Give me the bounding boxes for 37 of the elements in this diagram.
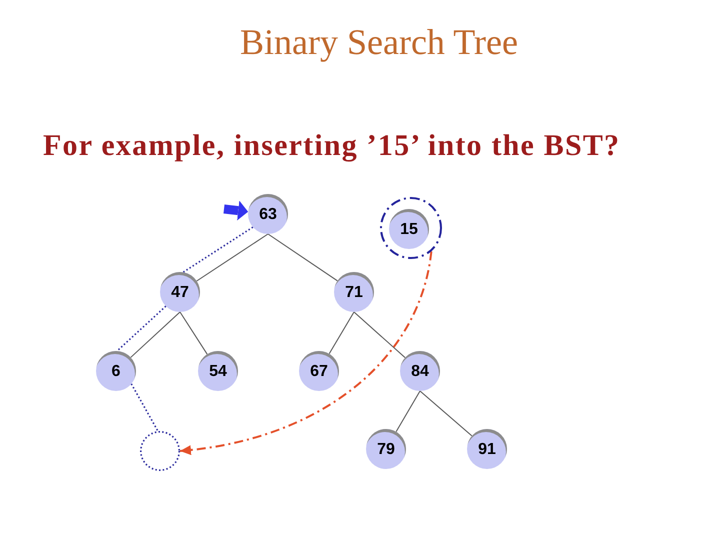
- empty-slot-circle: [140, 431, 180, 471]
- branch-line: [196, 234, 268, 282]
- branch-line: [328, 312, 354, 354]
- branch-line: [354, 312, 406, 358]
- title: Binary Search Tree: [240, 24, 518, 60]
- highlight-ring: [380, 197, 442, 259]
- node-value: 79: [377, 442, 395, 458]
- branch-line: [180, 312, 208, 355]
- tree-node: [299, 351, 339, 391]
- tree-node: [389, 209, 429, 249]
- branch-line: [268, 234, 338, 282]
- tree-node: [366, 429, 406, 469]
- pointer-arrow: [224, 200, 248, 221]
- node-value: 84: [411, 364, 429, 380]
- subtitle-text: For example, inserting ’15’ into the BST?: [43, 131, 620, 161]
- tree-node: [198, 351, 238, 391]
- tree-node: [467, 429, 507, 469]
- tree-node: [334, 272, 374, 312]
- node-value: 47: [171, 285, 189, 301]
- dotted-path-line: [182, 226, 254, 273]
- node-value: 91: [478, 442, 496, 458]
- tree-node: [160, 272, 200, 312]
- curved-arrow: [180, 251, 432, 455]
- node-value: 67: [310, 364, 328, 380]
- branch-line: [396, 390, 420, 432]
- branch-line: [420, 390, 472, 436]
- node-value: 54: [209, 364, 227, 380]
- branch-line: [130, 312, 180, 358]
- node-value: 15: [400, 222, 418, 238]
- tree-node: [96, 351, 136, 391]
- node-value: 71: [345, 285, 363, 301]
- dotted-path-line: [116, 306, 166, 352]
- tree-node: [248, 194, 288, 234]
- node-value: 6: [112, 364, 120, 380]
- dotted-path-line: [130, 383, 159, 432]
- node-value: 63: [259, 207, 277, 223]
- tree-node: [400, 351, 440, 391]
